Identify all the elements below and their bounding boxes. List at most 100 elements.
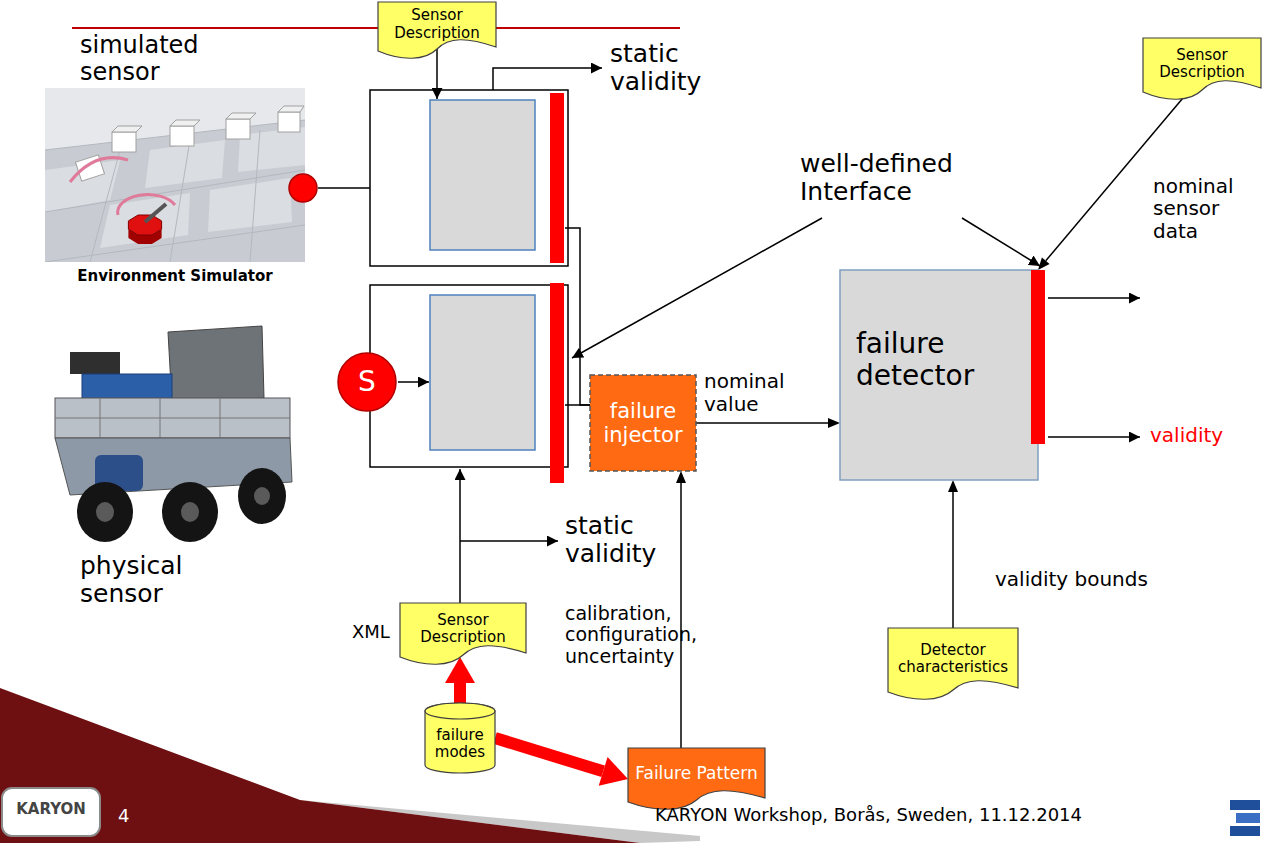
validity-arrow xyxy=(493,68,602,90)
cube xyxy=(278,112,300,132)
institute-logo xyxy=(1230,800,1260,836)
sensor-housing xyxy=(370,285,568,467)
sensor-core xyxy=(430,100,535,250)
screen-ground xyxy=(45,88,305,295)
cube xyxy=(226,113,256,119)
wheel-hub xyxy=(96,502,114,522)
failure-mode-arrow xyxy=(495,738,628,786)
connector-line xyxy=(680,483,682,748)
cube xyxy=(226,119,250,139)
robot-board xyxy=(82,374,172,400)
cube xyxy=(278,106,304,112)
robot-screen xyxy=(168,326,264,404)
corner-wedge xyxy=(0,688,640,843)
sensor-dot xyxy=(289,174,317,202)
node-text: Sensor Description xyxy=(407,612,519,647)
logo-badge xyxy=(2,788,100,836)
footer-text: KARYON Workshop, Borås, Sweden, 11.12.20… xyxy=(655,805,1082,825)
database-cylinder: failure modes xyxy=(425,703,495,773)
arrowhead xyxy=(948,480,958,492)
logo-block xyxy=(1236,813,1260,823)
cube xyxy=(170,120,200,126)
document-banner: Sensor Description xyxy=(1143,38,1261,100)
page-number: 4 xyxy=(118,806,129,826)
leader-line xyxy=(572,218,822,358)
connector-line xyxy=(495,738,603,771)
output-label: static validity xyxy=(610,40,750,96)
floor-tile xyxy=(208,178,292,232)
flow-arrow xyxy=(696,418,840,428)
injector-box: failure injector xyxy=(590,375,696,471)
output-label: static validity xyxy=(565,512,705,568)
connector-line xyxy=(454,683,466,703)
banner-shape xyxy=(628,748,765,809)
output-arrow xyxy=(1048,297,1140,299)
robot-top xyxy=(128,215,161,235)
node-text: failure detector xyxy=(856,328,1016,392)
node-text: S xyxy=(358,366,376,398)
robot-frame-bars xyxy=(55,398,290,438)
heading-label: simulated sensor xyxy=(80,32,250,86)
robot-photo xyxy=(55,326,292,542)
data-wire xyxy=(565,228,590,405)
document-banner: Sensor Description xyxy=(400,603,526,665)
signal-arrow xyxy=(398,381,429,383)
node-text: failure modes xyxy=(429,727,491,762)
output-label: validity xyxy=(1150,424,1223,446)
output-label: nominal sensor data xyxy=(1153,175,1258,242)
connector-line xyxy=(952,492,954,628)
arrowhead xyxy=(599,757,628,786)
node-text: failure injector xyxy=(595,399,691,447)
node-text: Detector characteristics xyxy=(893,642,1013,677)
failure-mode-arrow xyxy=(445,657,475,703)
output-arrow xyxy=(1048,436,1140,438)
banner-shape xyxy=(400,603,526,664)
document-banner: Sensor Description xyxy=(378,2,496,59)
interface-bar xyxy=(550,283,564,483)
floor-grid xyxy=(45,120,305,262)
banner-shape xyxy=(1143,38,1261,99)
note-label: calibration, configuration, uncertainty xyxy=(565,603,733,667)
cylinder-body xyxy=(425,703,495,773)
node-text: Sensor Description xyxy=(385,7,489,42)
arrowhead xyxy=(828,418,840,428)
cube xyxy=(170,126,194,146)
box-shape xyxy=(840,270,1038,480)
wheel-hub xyxy=(254,487,270,505)
node-text: Sensor Description xyxy=(1150,47,1254,82)
edge-label: nominal value xyxy=(702,370,781,415)
heading-label: physical sensor xyxy=(80,552,240,608)
cube xyxy=(112,126,142,132)
logo-block xyxy=(1230,826,1260,836)
flow-arrow xyxy=(948,480,958,628)
floor-tile xyxy=(145,140,225,188)
robot-frame xyxy=(55,398,290,438)
interface-bar xyxy=(1031,270,1045,444)
config-arrow xyxy=(459,469,461,603)
robot-wheel xyxy=(162,482,218,542)
node-text: Failure Pattern xyxy=(635,764,758,784)
screen-caption-band xyxy=(45,262,305,295)
wheel-hub xyxy=(181,502,199,522)
robot-wheel xyxy=(238,468,286,524)
cylinder-top xyxy=(425,703,495,719)
arrowhead xyxy=(1038,258,1050,270)
robot-arm xyxy=(145,204,166,222)
edge-label: validity bounds xyxy=(993,568,1150,590)
document-banner: Detector characteristics xyxy=(888,628,1018,700)
sensor-housing xyxy=(370,90,568,266)
logo-text: KARYON xyxy=(2,801,100,818)
arrowhead xyxy=(676,471,686,483)
title-rule xyxy=(72,27,680,29)
simulator-screenshot xyxy=(45,88,305,295)
cube xyxy=(112,132,136,152)
banner-shape xyxy=(888,628,1018,699)
data-wire xyxy=(565,404,590,406)
logo-block xyxy=(1230,800,1260,810)
sensor-circle: S xyxy=(337,352,397,412)
pattern-banner: Failure Pattern xyxy=(628,748,765,810)
flow-arrow xyxy=(1038,92,1188,270)
format-label: XML xyxy=(352,622,390,642)
